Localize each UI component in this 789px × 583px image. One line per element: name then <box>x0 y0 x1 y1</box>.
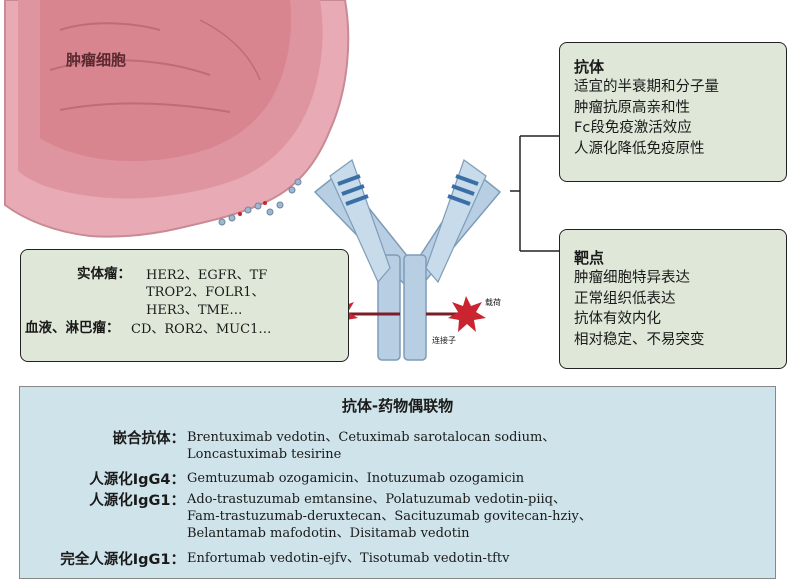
heme-tumor-label: 血液、淋巴瘤： <box>25 320 120 336</box>
linker-label: 连接子 <box>432 336 456 345</box>
target-box-line: 抗体有效内化 <box>574 311 661 327</box>
antibody-box-title: 抗体 <box>574 58 605 76</box>
target-box-title: 靶点 <box>574 249 605 267</box>
adc-group-label: 人源化IgG1： <box>89 493 185 509</box>
payload-label: 载荷 <box>485 298 501 307</box>
adc-list-panel: 抗体-药物偶联物 嵌合抗体： Brentuximab vedotin、Cetux… <box>19 386 776 579</box>
target-box-line: 相对稳定、不易突变 <box>574 331 705 348</box>
target-properties-box: 靶点 肿瘤细胞特异表达 正常组织低表达 抗体有效内化 相对稳定、不易突变 <box>559 229 787 369</box>
antibody-properties-box: 抗体 适宜的半衰期和分子量 肿瘤抗原高亲和性 Fc段免疫激活效应 人源化降低免疫… <box>559 42 787 182</box>
antigen-markers <box>218 178 302 226</box>
solid-tumor-targets: HER2、EGFR、TF <box>146 268 268 283</box>
target-box-line: 正常组织低表达 <box>574 290 676 307</box>
antibody-box-line: Fc段免疫激活效应 <box>574 120 692 136</box>
adc-drug-line: Fam-trastuzumab-deruxtecan、Sacituzumab g… <box>187 509 592 524</box>
tumor-cell <box>4 0 350 238</box>
antibody-shape <box>313 159 502 361</box>
adc-drug-line: Belantamab mafodotin、Disitamab vedotin <box>187 526 470 541</box>
tumor-targets-box: 实体瘤： HER2、EGFR、TF TROP2、FOLR1、 HER3、TME…… <box>20 249 349 362</box>
solid-tumor-targets: HER3、TME… <box>146 303 243 318</box>
adc-group-label: 完全人源化IgG1： <box>60 552 185 568</box>
solid-tumor-label: 实体瘤： <box>77 266 131 282</box>
adc-drug-line: Ado-trastuzumab emtansine、Polatuzumab ve… <box>187 492 566 507</box>
tumor-label: 肿瘤细胞 <box>66 51 127 69</box>
adc-group-label: 人源化IgG4： <box>89 472 185 488</box>
antibody-box-line: 肿瘤抗原高亲和性 <box>574 99 690 116</box>
adc-group-label: 嵌合抗体： <box>112 431 186 447</box>
adc-title: 抗体-药物偶联物 <box>341 397 454 415</box>
adc-drug-line: Brentuximab vedotin、Cetuximab sarotaloca… <box>187 430 556 445</box>
antigen-markers-red <box>238 201 267 216</box>
heme-tumor-targets: CD、ROR2、MUC1… <box>131 322 272 337</box>
antibody-box-line: 适宜的半衰期和分子量 <box>574 79 719 95</box>
solid-tumor-targets: TROP2、FOLR1、 <box>146 285 265 300</box>
antibody-box-line: 人源化降低免疫原性 <box>574 140 705 157</box>
adc-drug-line: Enfortumab vedotin-ejfv、Tisotumab vedoti… <box>187 551 510 566</box>
target-box-line: 肿瘤细胞特异表达 <box>574 270 690 286</box>
adc-drug-line: Loncastuximab tesirine <box>187 447 342 462</box>
adc-drug-line: Gemtuzumab ozogamicin、Inotuzumab ozogami… <box>187 471 525 486</box>
bracket-lines <box>510 135 559 252</box>
